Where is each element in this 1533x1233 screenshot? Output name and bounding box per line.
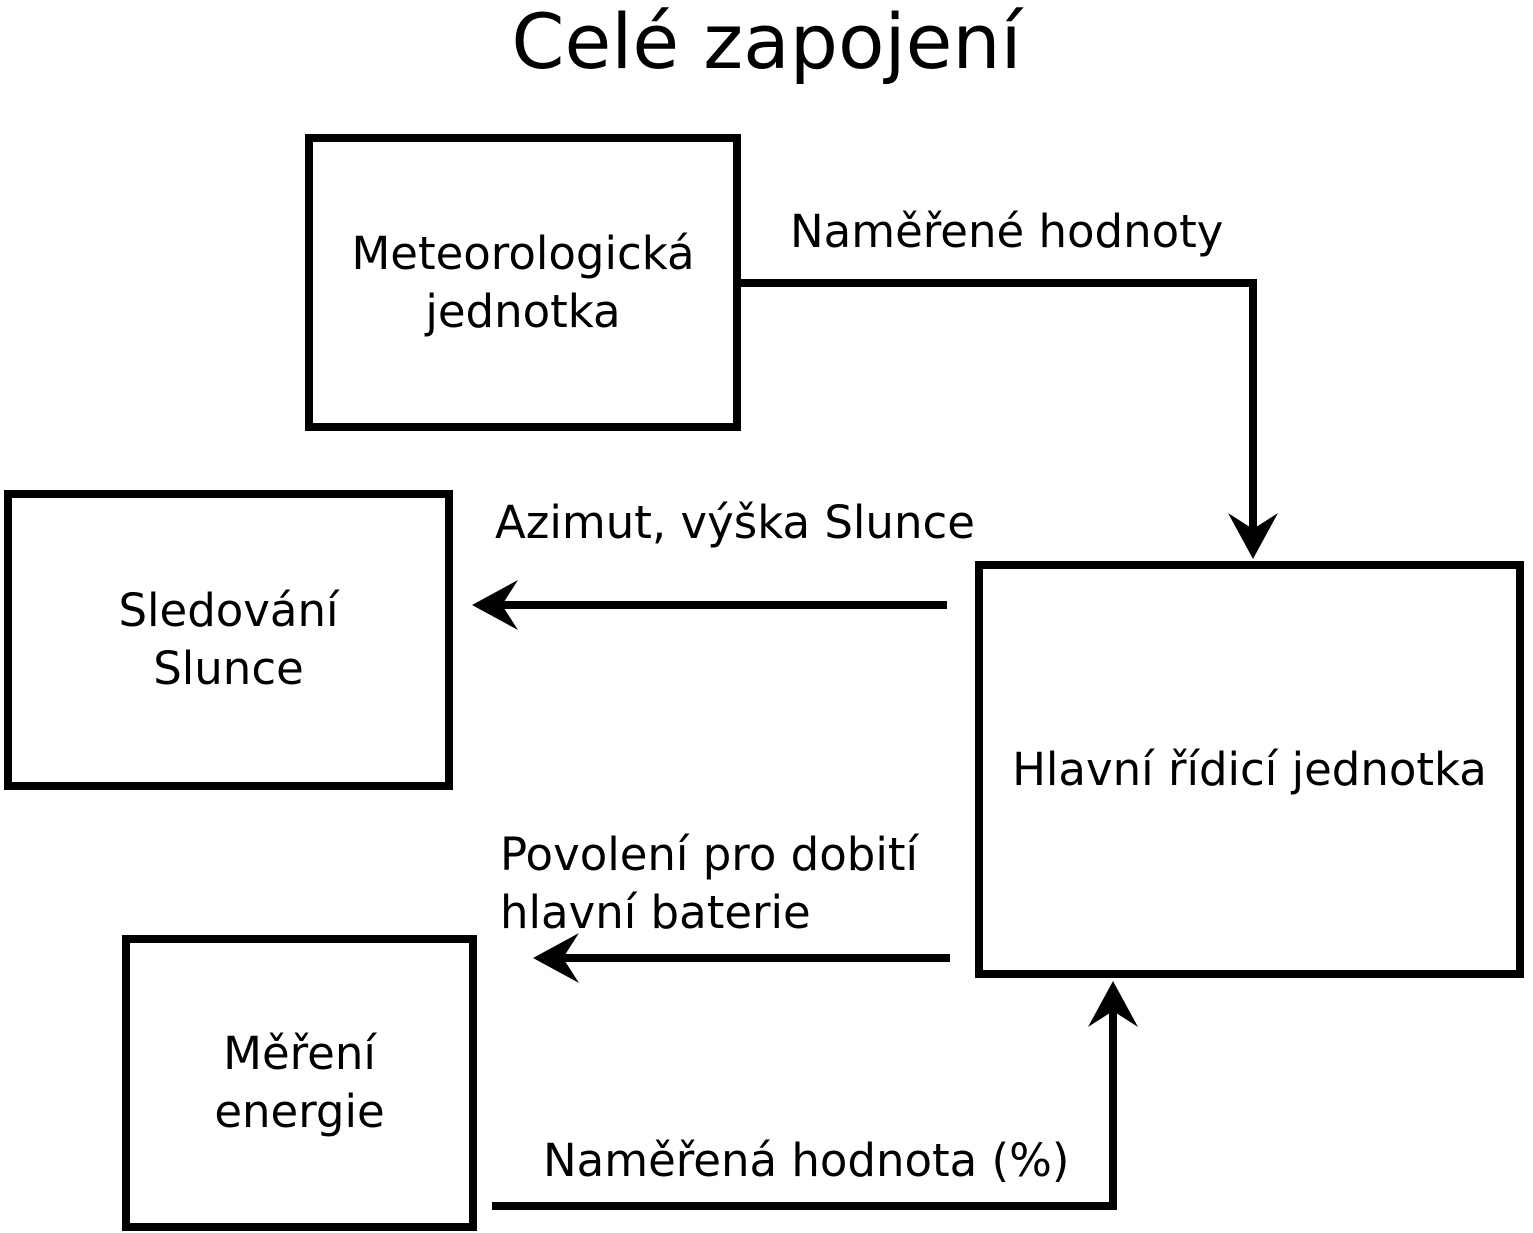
node-label-line: jednotka [425, 284, 621, 338]
edge-label-azimut-vyska-slunce: Azimut, výška Slunce [495, 496, 975, 549]
arrowhead-left-icon [472, 580, 518, 630]
edge-line-meteo-to-hlavni [738, 279, 1257, 529]
arrowhead-left-icon [533, 933, 579, 983]
node-sledovani-slunce: Sledování Slunce [4, 490, 453, 790]
node-label-line: energie [214, 1085, 385, 1138]
edge-label-line: hlavní baterie [500, 886, 811, 939]
node-label-line: Meteorologická [351, 226, 695, 280]
node-hlavni-ridici-jednotka: Hlavní řídicí jednotka [975, 561, 1524, 978]
node-meteorologicka-jednotka: Meteorologická jednotka [305, 134, 741, 431]
edge-label-povoleni-pro-dobiti: Povolení pro dobití hlavní baterie [500, 826, 918, 942]
edge-line-mereni-to-hlavni [492, 1011, 1117, 1210]
node-label-line: Měření [223, 1027, 376, 1080]
edge-label-namerena-hodnota: Naměřená hodnota (%) [543, 1134, 1070, 1187]
edge-label-line: Povolení pro dobití [500, 828, 918, 881]
arrowhead-down-icon [1228, 513, 1278, 559]
node-mereni-energie: Měření energie [122, 935, 477, 1231]
edge-label-namerene-hodnoty: Naměřené hodnoty [790, 205, 1224, 258]
arrowhead-up-icon [1088, 981, 1138, 1027]
node-label-line: Sledování [118, 584, 339, 637]
node-label-line: Slunce [153, 642, 304, 695]
node-label-line: Hlavní řídicí jednotka [1012, 742, 1487, 796]
diagram-title: Celé zapojení [511, 0, 1022, 86]
